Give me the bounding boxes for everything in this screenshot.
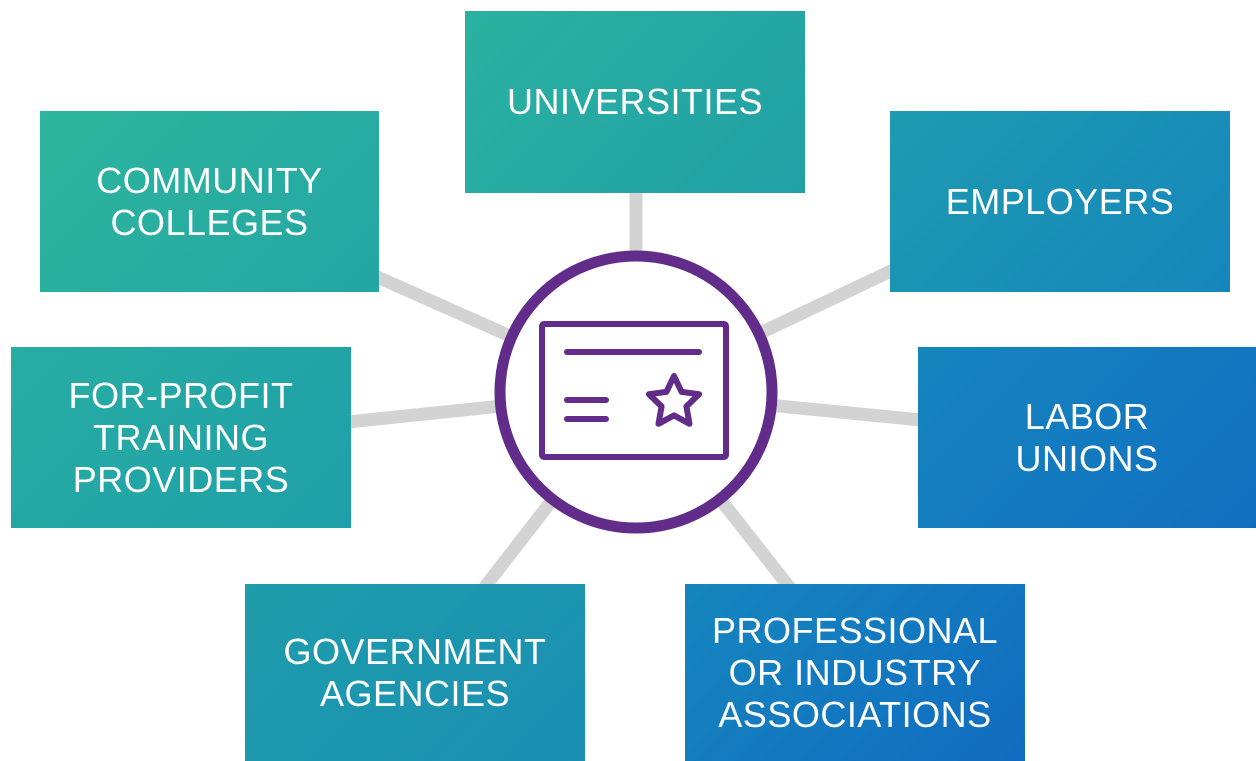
certificate-star-icon (539, 321, 729, 460)
center-hub (494, 250, 778, 534)
node-for-profit-training-providers: FOR-PROFIT TRAINING PROVIDERS (11, 347, 351, 528)
node-government-agencies: GOVERNMENT AGENCIES (245, 584, 585, 761)
node-professional-or-industry-associations: PROFESSIONAL OR INDUSTRY ASSOCIATIONS (685, 584, 1025, 761)
node-community-colleges: COMMUNITY COLLEGES (40, 111, 379, 292)
node-employers: EMPLOYERS (890, 111, 1230, 292)
node-labor-unions: LABOR UNIONS (918, 347, 1256, 528)
node-universities: UNIVERSITIES (465, 11, 805, 193)
